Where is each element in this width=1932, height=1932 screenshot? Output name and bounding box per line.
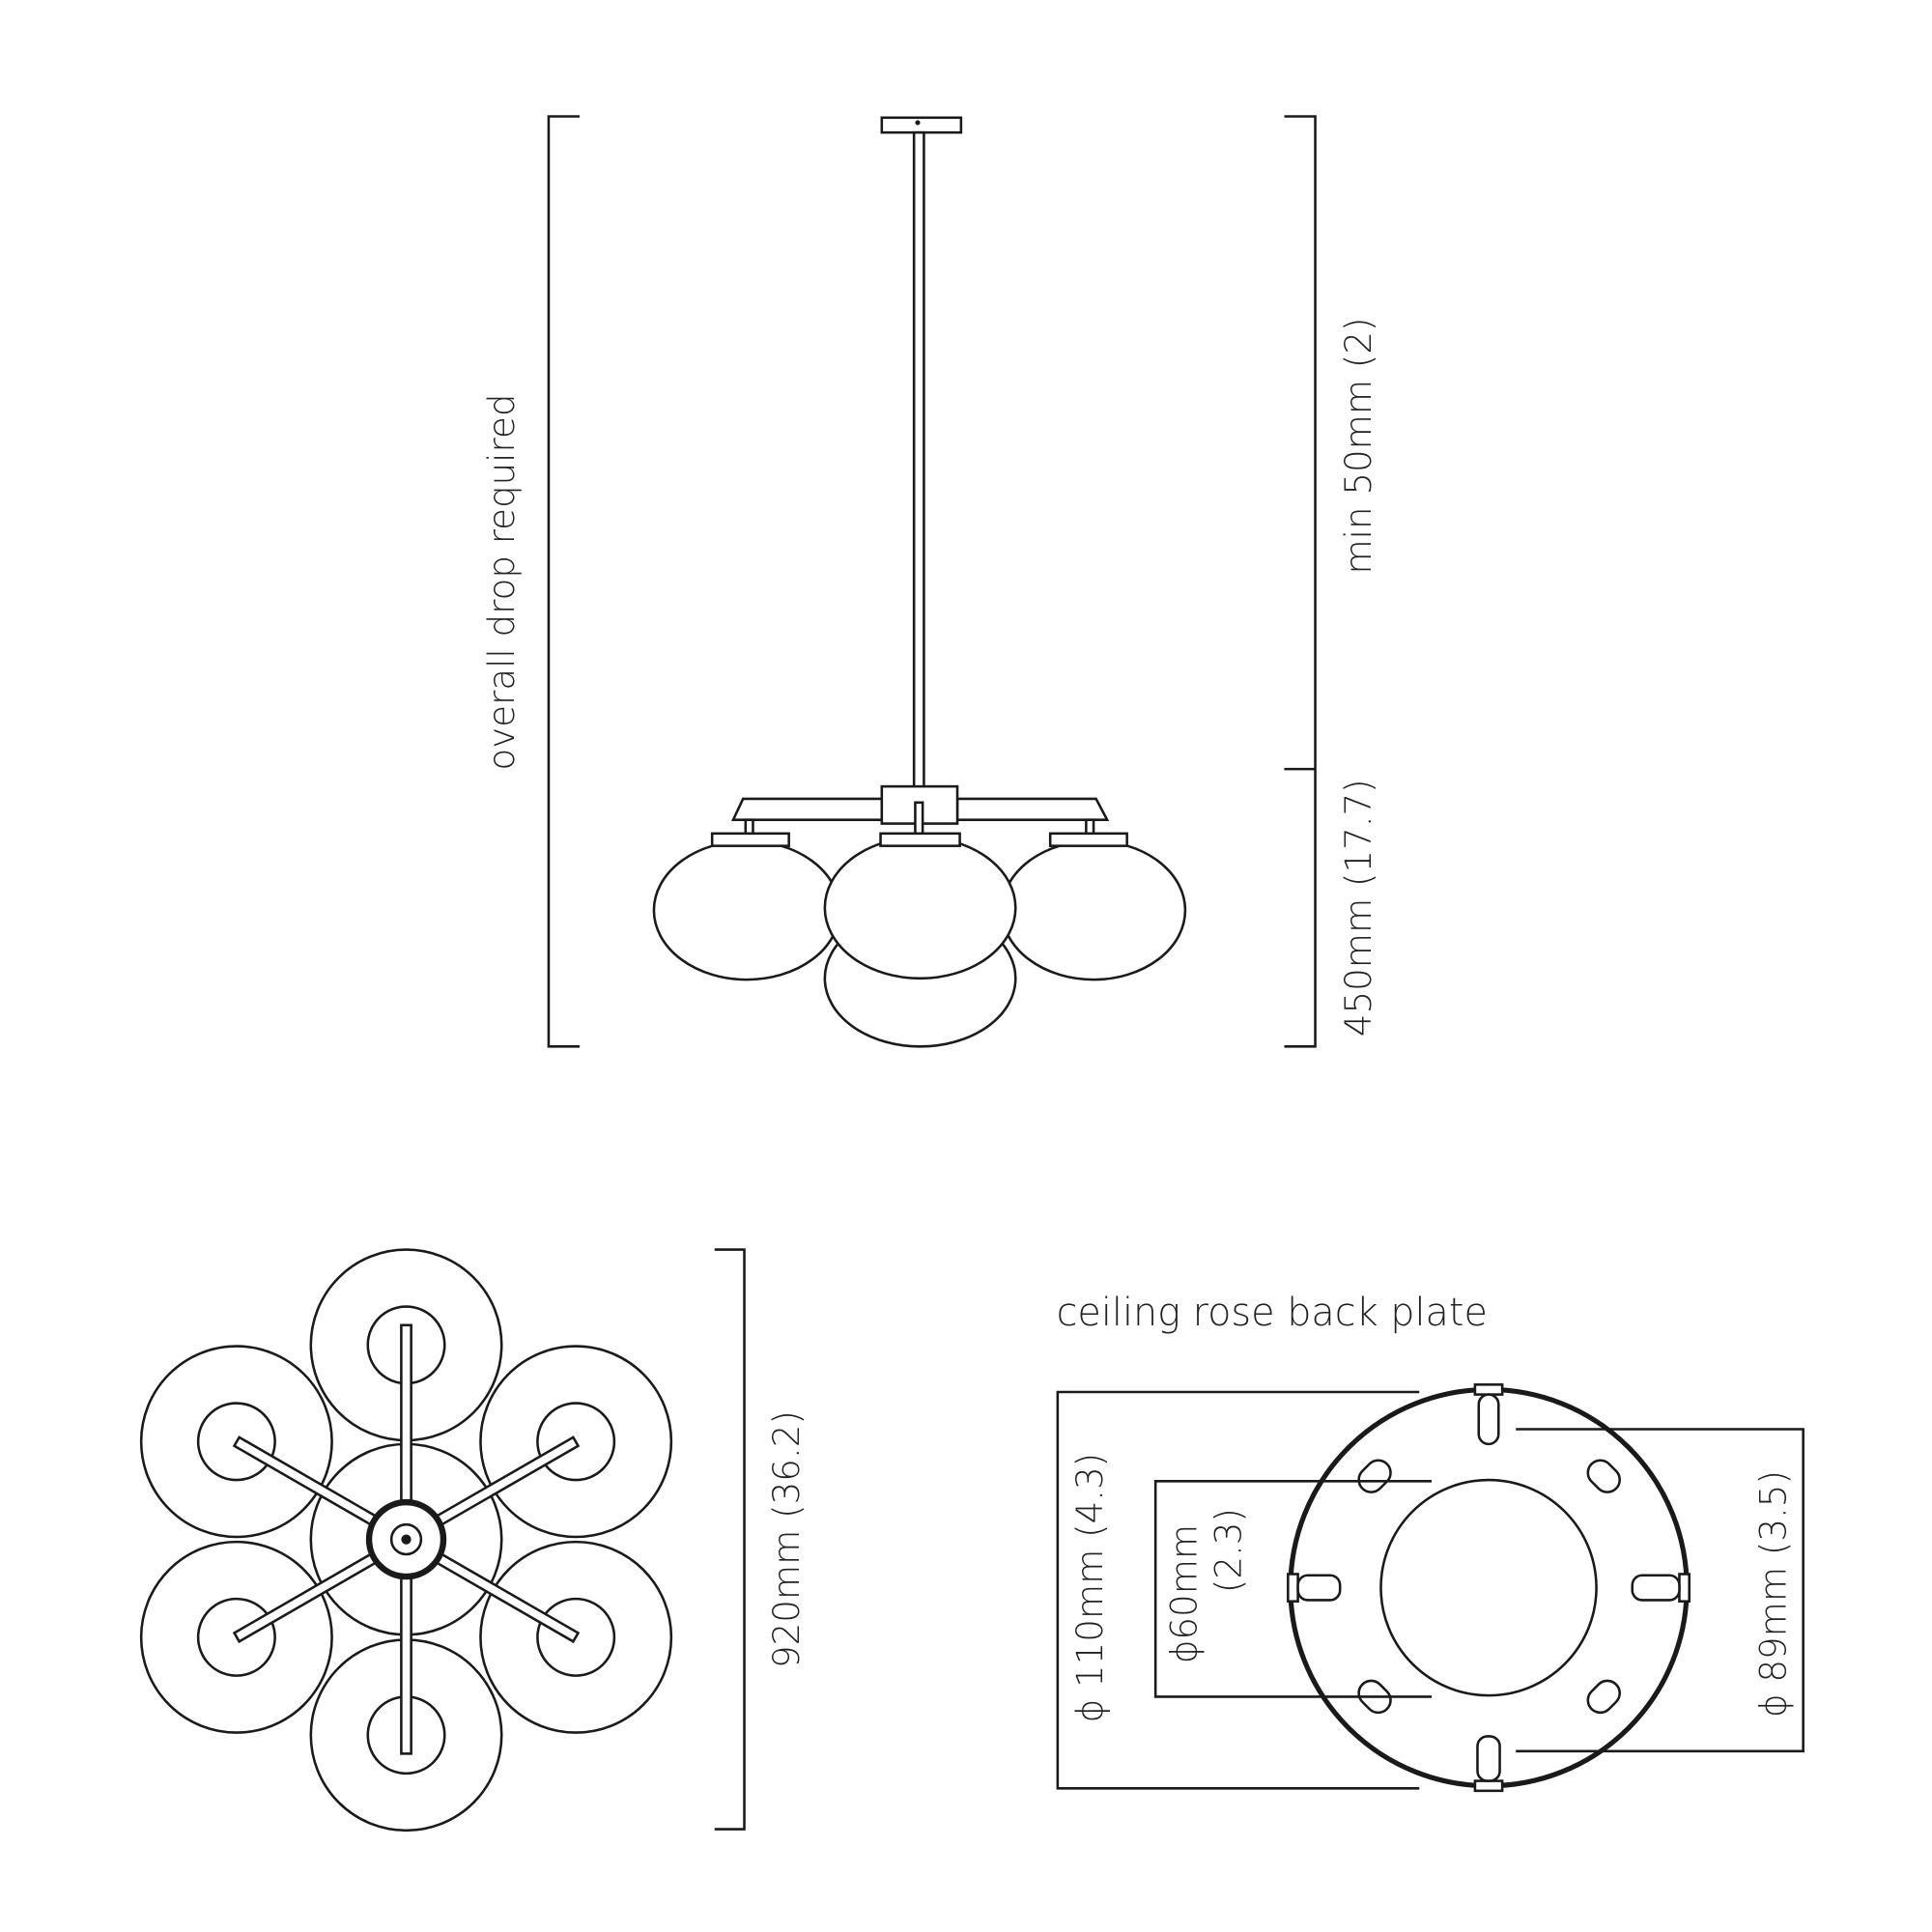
overall-drop-bracket <box>547 115 580 1048</box>
outer-diameter-label: ϕ 110mm (4.3) <box>1068 1453 1111 1723</box>
outer-dimension-line <box>1056 1390 1420 1790</box>
globe-center <box>823 836 1017 980</box>
plan-view: 920mm (36.2) <box>139 1248 808 1833</box>
ceiling-rose-title: ceiling rose back plate <box>1057 1291 1488 1335</box>
overall-drop-label: overall drop required <box>480 394 523 771</box>
globe-right <box>1000 839 1187 981</box>
fixture-drop-label: 450mm (17.7) <box>1337 779 1379 1037</box>
diameter-label: 920mm (36.2) <box>765 1410 808 1668</box>
drop-bracket <box>1284 115 1317 1048</box>
drop-rod <box>912 130 925 790</box>
fixing-diameter-label: ϕ 89mm (3.5) <box>1752 1470 1795 1718</box>
back-plate-outer <box>1288 1386 1690 1789</box>
inner-dimension-line <box>1153 1480 1433 1698</box>
inner-diameter-inches: (2.3) <box>1208 1508 1250 1593</box>
globe-left <box>652 839 841 981</box>
elevation-view: overall drop required min 50mm (2) 450mm… <box>480 115 1379 1048</box>
fixing-slots <box>1357 1459 1621 1715</box>
arm-right <box>955 797 1110 822</box>
ceiling-plate <box>880 116 963 134</box>
diameter-bracket <box>714 1248 746 1831</box>
fixing-dimension-line <box>1516 1428 1804 1753</box>
inner-diameter-label: ϕ60mm <box>1162 1524 1205 1663</box>
ceiling-rose-view: ceiling rose back plate ϕ 110mm (4.3) ϕ6… <box>1056 1291 1804 1793</box>
keyhole-tabs <box>1287 1383 1690 1793</box>
back-plate-inner <box>1379 1478 1598 1697</box>
arm-left <box>730 797 884 822</box>
min-drop-label: min 50mm (2) <box>1337 318 1379 575</box>
